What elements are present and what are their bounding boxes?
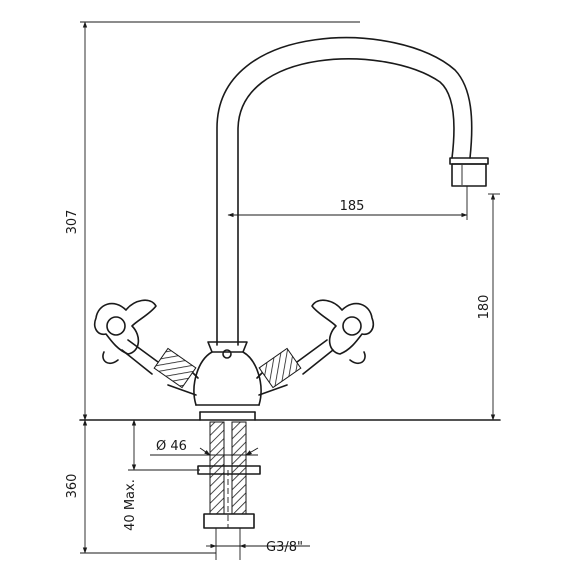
dimension-total-height: 307 bbox=[65, 21, 360, 421]
dimension-shank-length: 360 bbox=[65, 419, 216, 554]
connector-nut bbox=[203, 513, 255, 529]
spout bbox=[216, 36, 489, 346]
body-screw-icon bbox=[222, 349, 232, 359]
dimension-spout-height: 180 bbox=[477, 193, 500, 421]
aerator-ring bbox=[449, 157, 489, 165]
right-valve bbox=[256, 339, 334, 396]
right-cross-handle bbox=[311, 299, 375, 365]
label-spout-reach: 185 bbox=[340, 199, 365, 214]
left-cross-handle bbox=[93, 299, 157, 365]
dimension-body-diameter: Ø 46 bbox=[150, 439, 259, 456]
label-body-diameter: Ø 46 bbox=[156, 439, 187, 454]
left-handle-cap-icon bbox=[106, 316, 126, 336]
faucet-body bbox=[193, 341, 262, 421]
label-thread: G3/8" bbox=[266, 540, 303, 555]
aerator bbox=[451, 163, 487, 187]
lock-nut bbox=[197, 465, 261, 475]
right-handle-cap-icon bbox=[342, 316, 362, 336]
label-spout-height: 180 bbox=[477, 295, 492, 320]
dimension-deck-thickness: 40 Max. bbox=[123, 419, 200, 531]
mounting-shank bbox=[197, 421, 261, 560]
left-valve bbox=[121, 339, 199, 396]
dimension-spout-reach: 185 bbox=[227, 186, 468, 220]
label-total-height: 307 bbox=[65, 210, 80, 235]
dimension-thread: G3/8" bbox=[206, 540, 310, 555]
label-shank-length: 360 bbox=[65, 474, 80, 499]
label-deck-thickness: 40 Max. bbox=[123, 479, 138, 531]
